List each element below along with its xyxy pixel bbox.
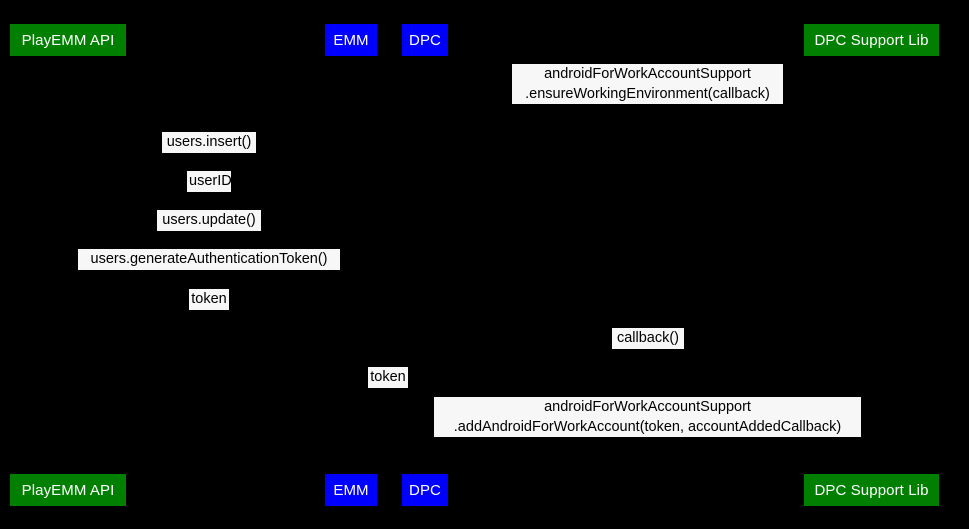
message-label-token-to-emm: token bbox=[189, 289, 229, 310]
participant-dpc-bottom[interactable]: DPC bbox=[402, 474, 448, 506]
message-label-token-to-dpc: token bbox=[368, 367, 408, 388]
lifeline-emm bbox=[351, 56, 352, 474]
participant-dpc-support-lib-top[interactable]: DPC Support Lib bbox=[804, 24, 939, 56]
message-label-line-1: androidForWorkAccountSupport bbox=[544, 399, 751, 415]
message-label-line-1: androidForWorkAccountSupport bbox=[544, 66, 751, 82]
message-label-users-generate-authentication-token: users.generateAuthenticationToken() bbox=[78, 249, 340, 270]
message-label-ensure-working-environment: androidForWorkAccountSupport .ensureWorki… bbox=[512, 64, 783, 104]
lifeline-dpc-support-lib bbox=[871, 56, 872, 474]
message-label-line-1: callback() bbox=[616, 330, 680, 346]
message-label-line-1: token bbox=[370, 369, 406, 385]
lifeline-dpc bbox=[425, 56, 426, 474]
participant-label: EMM bbox=[333, 31, 369, 49]
participant-label: DPC bbox=[409, 481, 441, 499]
participant-label: EMM bbox=[333, 481, 369, 499]
participant-emm-bottom[interactable]: EMM bbox=[325, 474, 377, 506]
participant-dpc-top[interactable]: DPC bbox=[402, 24, 448, 56]
message-label-add-android-for-work-account: androidForWorkAccountSupport .addAndroidF… bbox=[434, 397, 861, 437]
message-label-users-insert: users.insert() bbox=[162, 132, 256, 153]
message-label-callback: callback() bbox=[612, 328, 684, 349]
message-label-line-1: token bbox=[191, 291, 227, 307]
participant-label: DPC Support Lib bbox=[814, 481, 929, 499]
message-label-line-2: .ensureWorkingEnvironment(callback) bbox=[525, 85, 770, 102]
message-label-line-2: .addAndroidForWorkAccount(token, account… bbox=[453, 418, 842, 435]
message-label-line-1: users.generateAuthenticationToken() bbox=[90, 251, 328, 267]
participant-label: PlayEMM API bbox=[21, 481, 115, 499]
message-label-line-1: userID bbox=[189, 173, 232, 189]
message-label-user-id: userID bbox=[187, 171, 232, 192]
participant-playemm-api-top[interactable]: PlayEMM API bbox=[10, 24, 126, 56]
participant-label: DPC Support Lib bbox=[814, 31, 929, 49]
lifeline-playemm-api bbox=[68, 56, 69, 474]
participant-dpc-support-lib-bottom[interactable]: DPC Support Lib bbox=[804, 474, 939, 506]
participant-emm-top[interactable]: EMM bbox=[325, 24, 377, 56]
message-label-users-update: users.update() bbox=[157, 210, 261, 231]
participant-playemm-api-bottom[interactable]: PlayEMM API bbox=[10, 474, 126, 506]
message-label-line-1: users.update() bbox=[162, 212, 256, 228]
participant-label: PlayEMM API bbox=[21, 31, 115, 49]
participant-label: DPC bbox=[409, 31, 441, 49]
message-label-line-1: users.insert() bbox=[166, 134, 252, 150]
